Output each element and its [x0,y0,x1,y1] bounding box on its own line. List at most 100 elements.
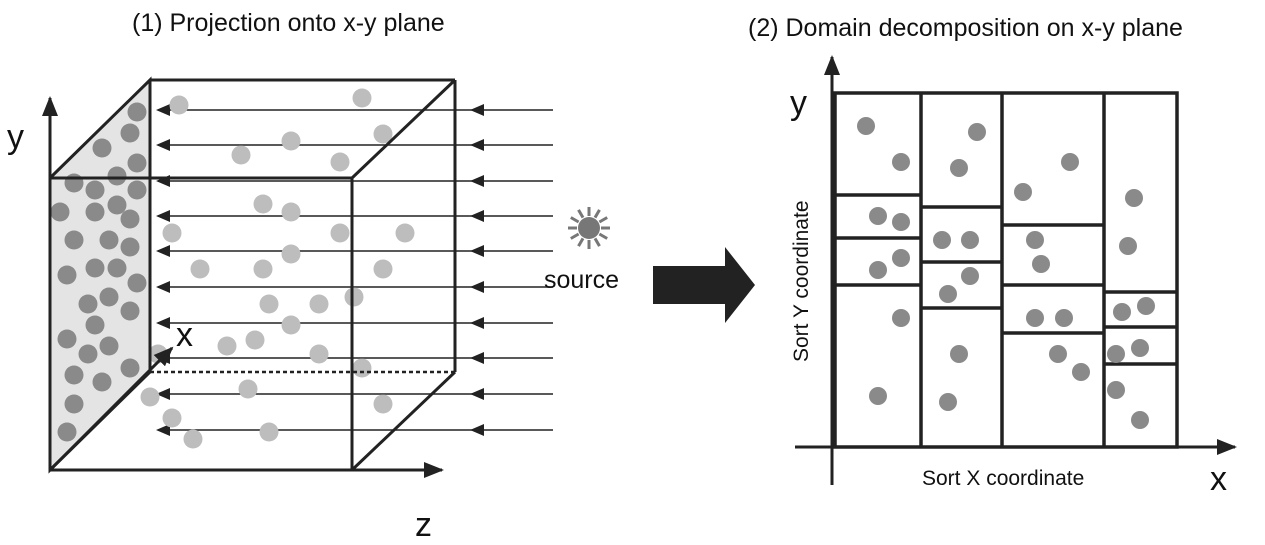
particle [64,173,84,193]
particle [344,287,364,307]
particle [968,123,986,141]
ray-arrowhead [470,245,484,257]
particle [961,267,979,285]
ray-arrowhead [470,388,484,400]
particle [120,237,140,257]
particle [1125,189,1143,207]
sun-ray [593,209,601,219]
particle [869,207,887,225]
particle [231,145,251,165]
particle [309,344,329,364]
particle [259,294,279,314]
particle [857,117,875,135]
right-x-axis-label: x [1210,460,1227,498]
particle [330,152,350,172]
ray-arrowhead [470,175,484,187]
ray-arrowhead [470,352,484,364]
particle [162,408,182,428]
particle [281,131,301,151]
particle [169,95,189,115]
particle [253,259,273,279]
particle [85,258,105,278]
particle [57,265,77,285]
particle [140,387,160,407]
cube-front-face [50,78,457,472]
transition-arrow [653,247,755,323]
y-axis-label: y [7,118,24,156]
sun-ray [593,237,601,247]
particle [238,379,258,399]
cube-back-face [148,78,457,374]
ray-arrowhead [470,281,484,293]
sort-x-label: Sort X coordinate [922,467,1084,490]
particle [57,422,77,442]
particles-3d [140,88,415,449]
sun-disc [578,217,600,239]
particle [92,138,112,158]
particle [395,223,415,243]
ray-arrowhead [470,424,484,436]
particle [1014,183,1032,201]
sun-ray [577,209,585,219]
particle [1072,363,1090,381]
sun-ray [577,237,585,247]
particle [99,230,119,250]
domain-grid [833,91,1179,449]
sun-ray [570,216,580,224]
particle [120,123,140,143]
left-panel: (1) Projection onto x-y plane y x [7,9,619,544]
particle [190,259,210,279]
right-panel: (2) Domain decomposition on x-y plane y … [748,14,1237,498]
particle [950,159,968,177]
particle [85,202,105,222]
particle [373,394,393,414]
particle [64,230,84,250]
particle [1032,255,1050,273]
particle [1131,339,1149,357]
particle [253,194,273,214]
particle [107,195,127,215]
particle [309,294,329,314]
particle [107,166,127,186]
particle [281,315,301,335]
particle [939,393,957,411]
particle [950,345,968,363]
particle [107,258,127,278]
particle [1137,297,1155,315]
particle [127,180,147,200]
particle [85,315,105,335]
particle [892,309,910,327]
sun-ray [570,232,580,240]
right-panel-title: (2) Domain decomposition on x-y plane [748,14,1183,42]
particle [57,329,77,349]
particle [50,202,70,222]
particle [92,372,112,392]
particle [162,223,182,243]
particle [1107,345,1125,363]
particle [961,231,979,249]
ray-arrowhead [470,210,484,222]
right-y-axis-label: y [790,84,807,122]
ray-arrowhead [470,139,484,151]
particle [869,261,887,279]
particle [1131,411,1149,429]
particle [78,294,98,314]
particle [64,394,84,414]
ray-arrowhead [470,317,484,329]
particle [933,231,951,249]
particle [1026,309,1044,327]
particle [85,180,105,200]
particle [352,358,372,378]
particle [120,358,140,378]
particle [217,336,237,356]
particle [1119,237,1137,255]
sun-ray [598,216,608,224]
domain-particles [857,117,1155,429]
particle [99,287,119,307]
particle [373,259,393,279]
x-axis-label: x [176,316,193,354]
particle [281,244,301,264]
source-label: source [544,266,619,294]
sun-ray [598,232,608,240]
